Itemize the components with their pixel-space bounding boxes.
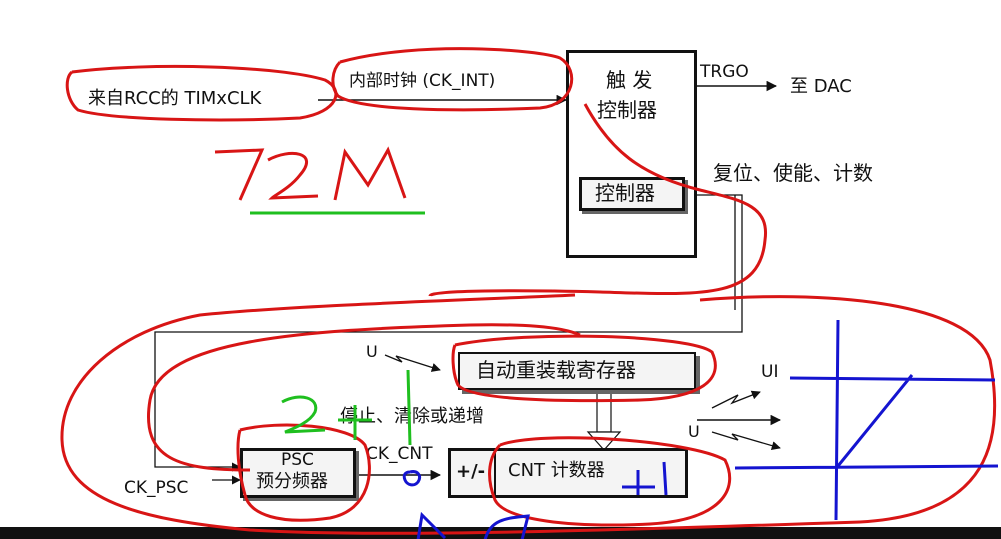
prescaler-label: 预分频器 bbox=[256, 471, 328, 492]
trgo-label: TRGO bbox=[700, 62, 749, 82]
stop-clear-increment-label: 停止、清除或递增 bbox=[340, 406, 484, 427]
rcc-source-label: 来自RCC的 TIMxCLK bbox=[88, 88, 262, 109]
annotation-2-plus-1 bbox=[281, 369, 412, 446]
to-dac-label: 至 DAC bbox=[790, 76, 852, 97]
red-loop-psc bbox=[147, 323, 581, 472]
controller-label: 控制器 bbox=[595, 181, 655, 205]
annotation-bottom-marks bbox=[416, 511, 530, 539]
auto-reload-register-label: 自动重装载寄存器 bbox=[476, 358, 636, 382]
red-circle-reload bbox=[451, 334, 717, 403]
red-circle-controller bbox=[428, 103, 768, 298]
red-circle-ck-int bbox=[331, 47, 574, 112]
red-circle-rcc bbox=[65, 64, 338, 122]
annotation-zero bbox=[402, 470, 422, 487]
u-out-label: U bbox=[688, 422, 700, 441]
red-circle-psc bbox=[236, 423, 371, 522]
controller-box bbox=[579, 177, 685, 211]
ui-lightning bbox=[711, 390, 761, 409]
auto-reload-register-box bbox=[458, 352, 696, 390]
u-lightning-arrow bbox=[384, 354, 441, 372]
trigger-controller-label-1: 触 发 bbox=[606, 68, 653, 92]
annotation-blue-graph bbox=[734, 319, 999, 521]
reset-enable-count-label: 复位、使能、计数 bbox=[713, 161, 873, 185]
u-arrow-label: U bbox=[366, 342, 378, 361]
annotation-72m-strokes bbox=[214, 146, 407, 201]
ui-label: UI bbox=[761, 362, 779, 382]
psc-label: PSC bbox=[281, 450, 314, 470]
ck-cnt-label: CK_CNT bbox=[366, 444, 433, 464]
red-circle-cnt bbox=[488, 436, 732, 527]
annotation-cnt-plus-one bbox=[622, 461, 668, 496]
plus-minus-label: +/- bbox=[456, 461, 486, 482]
trigger-controller-box bbox=[566, 50, 697, 258]
u-out-lightning bbox=[711, 431, 781, 451]
trigger-controller-label-2: 控制器 bbox=[597, 98, 657, 122]
cnt-counter-label: CNT 计数器 bbox=[508, 460, 605, 481]
ck-psc-label: CK_PSC bbox=[124, 478, 189, 498]
cnt-divider bbox=[494, 451, 496, 495]
cnt-box bbox=[448, 448, 688, 498]
red-loop-large bbox=[60, 293, 997, 535]
internal-clock-label: 内部时钟 (CK_INT) bbox=[349, 71, 496, 91]
